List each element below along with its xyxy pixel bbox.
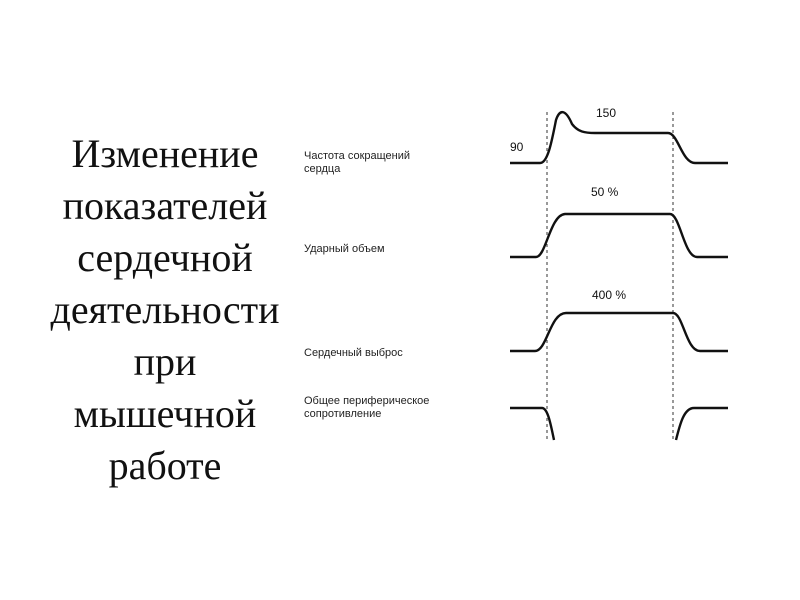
cardiac-output-change-label: 400 % bbox=[592, 288, 627, 302]
heart-rate-label: Частота сокращений сердца bbox=[304, 150, 411, 175]
heart-rate-baseline-label: 90 bbox=[510, 140, 524, 154]
stroke-volume-curve bbox=[510, 212, 728, 259]
title-line: сердечной bbox=[77, 235, 253, 280]
cardiac-output-label: Сердечный выброс bbox=[304, 347, 403, 359]
slide-title: Изменение показателей сердечной деятельн… bbox=[30, 128, 300, 508]
peripheral-resistance-label: Общее периферическое сопротивление bbox=[304, 395, 430, 420]
stroke-volume-label: Ударный объем bbox=[304, 243, 385, 255]
heart-rate-curve bbox=[510, 111, 728, 165]
title-line: работе bbox=[108, 443, 222, 488]
title-line: деятельности bbox=[50, 287, 280, 332]
peripheral-resistance-curve-end bbox=[674, 406, 728, 441]
peripheral-resistance-curve-start bbox=[510, 406, 556, 441]
title-line: Изменение bbox=[71, 131, 259, 176]
stroke-volume-change-label: 50 % bbox=[591, 185, 619, 199]
heart-rate-peak-label: 150 bbox=[596, 106, 617, 120]
title-line: мышечной bbox=[73, 391, 257, 436]
cardiac-output-curve bbox=[510, 311, 728, 353]
title-line: при bbox=[133, 339, 197, 384]
title-line: показателей bbox=[62, 183, 268, 228]
